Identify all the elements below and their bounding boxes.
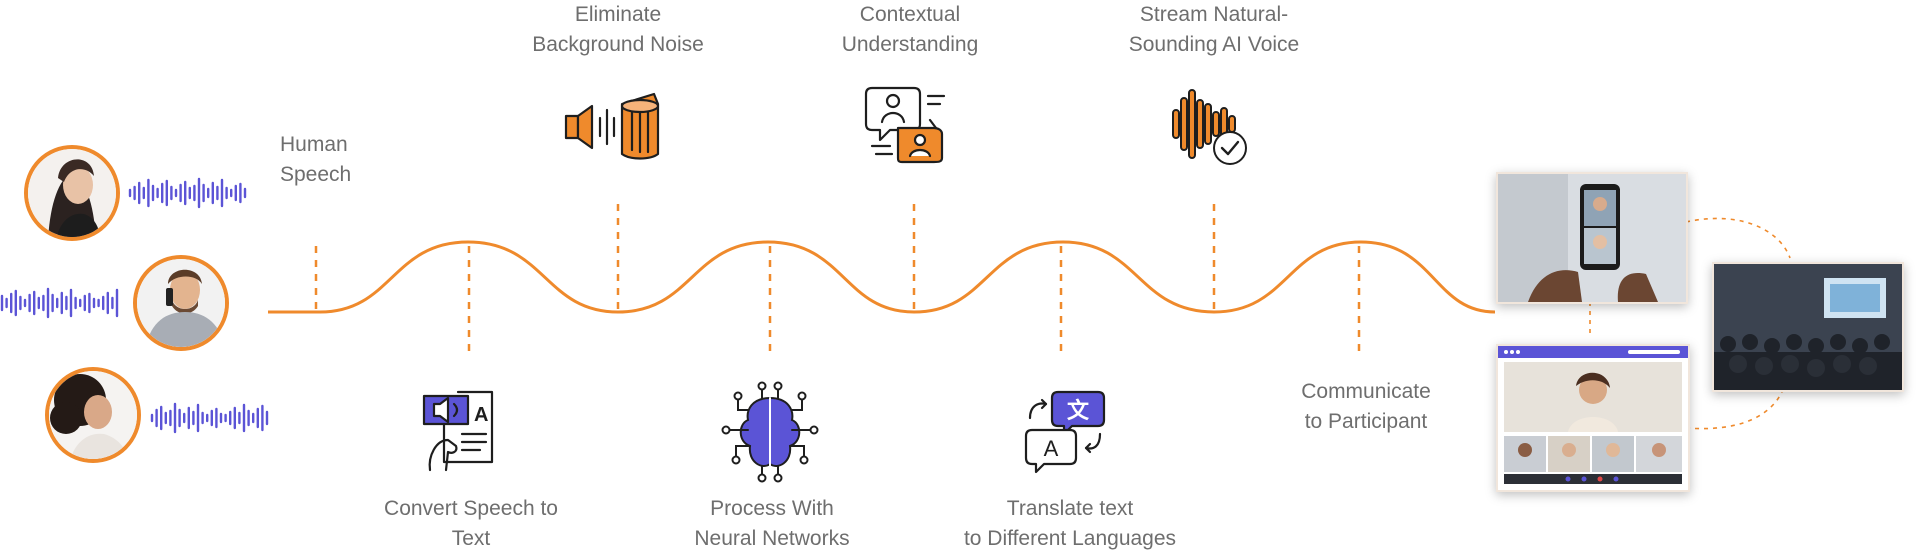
soundwave-check-icon (1172, 89, 1247, 165)
speech-to-text-icon (422, 390, 494, 472)
photo-connectors (1589, 217, 1791, 430)
phone-video-call-photo (1496, 172, 1688, 304)
pipeline-wave-curve (268, 240, 1496, 314)
neural-brain-icon (721, 381, 819, 483)
waveform-speaker-3 (150, 402, 269, 434)
video-conference-illustration (1498, 346, 1688, 490)
woman-speaker-avatar (24, 145, 120, 241)
step-markers (314, 204, 1361, 352)
conference-audience-photo (1712, 262, 1904, 392)
chat-users-icon (864, 86, 946, 164)
curly-hair-speaker-avatar (45, 367, 141, 463)
waveform-speaker-1 (128, 177, 247, 209)
video-conference-window (1496, 344, 1690, 492)
translate-icon (1024, 390, 1106, 474)
speaker-noise-icon (564, 92, 660, 160)
translate-glyph-bottom: A (1044, 436, 1059, 461)
label-stream-voice: Stream Natural-Sounding AI Voice (1128, 3, 1300, 56)
doc-letter: A (474, 404, 488, 426)
phone-video-call-illustration (1498, 174, 1686, 302)
translate-glyph-top: 文 (1067, 398, 1090, 424)
man-phone-avatar (133, 255, 229, 351)
audio-waveforms (0, 177, 269, 434)
conference-audience-illustration (1714, 264, 1902, 390)
waveform-speaker-2 (0, 287, 119, 319)
